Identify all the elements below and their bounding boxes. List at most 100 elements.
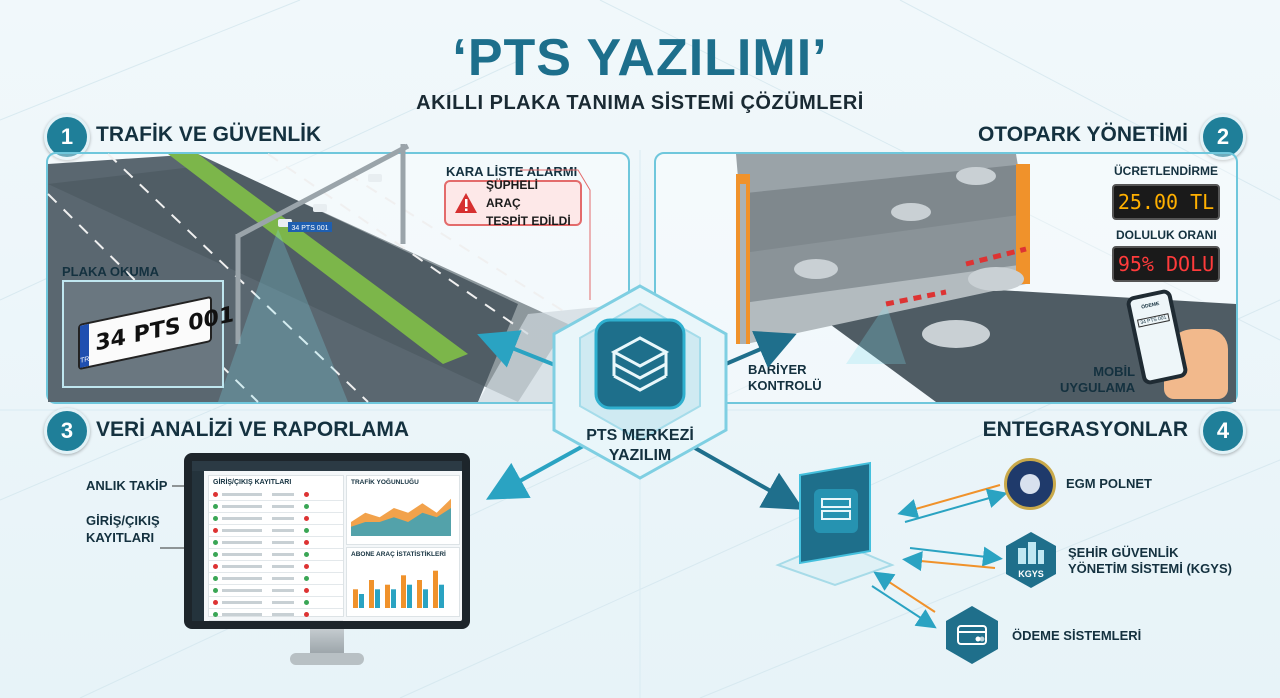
row-status-dot	[304, 492, 309, 497]
row-status-dot	[213, 552, 218, 557]
bar-1-4	[423, 589, 428, 608]
fee-label: ÜCRETLENDİRME	[1114, 164, 1218, 178]
records-table: GİRİŞ/ÇIKIŞ KAYITLARI	[208, 475, 344, 621]
gantry-plate-text: 34 PTS 001	[292, 225, 329, 232]
kgys-line-1: ŞEHİR GÜVENLİK	[1068, 545, 1179, 560]
table-row	[209, 609, 343, 621]
row-status-dot	[213, 540, 218, 545]
traffic-chart-title: TRAFİK YOĞUNLUĞU	[351, 479, 419, 486]
row-status-dot	[213, 504, 218, 509]
row-bar	[222, 517, 262, 520]
section-1-title: TRAFİK VE GÜVENLİK	[96, 123, 322, 146]
bar-1-3	[407, 584, 412, 608]
kgys-badge-text: KGYS	[1018, 569, 1044, 579]
traffic-area-chart	[351, 498, 451, 536]
row-status-dot	[304, 564, 309, 569]
table-row	[209, 549, 343, 561]
bar-0-5	[433, 570, 438, 608]
row-bar	[222, 601, 262, 604]
mobile-line-2: UYGULAMA	[1060, 380, 1136, 395]
subscriber-chart-card: ABONE ARAÇ İSTATİSTİKLERİ	[346, 547, 460, 617]
bar-0-3	[401, 575, 406, 608]
row-bar	[222, 505, 262, 508]
row-status-dot	[213, 516, 218, 521]
payment-card-icon	[946, 606, 998, 664]
section-3-badge: 3	[44, 408, 90, 454]
screen-sidebar	[192, 471, 204, 621]
row-bar	[272, 529, 294, 532]
bar-1-0	[359, 594, 364, 608]
fee-display: 25.00 TL	[1112, 184, 1220, 220]
bar-0-0	[353, 589, 358, 608]
row-status-dot	[213, 612, 218, 617]
screen-topbar	[192, 461, 462, 471]
blacklist-alarm-label: KARA LİSTE ALARMI	[446, 164, 578, 179]
row-bar	[272, 505, 294, 508]
occupancy-label: DOLULUK ORANI	[1116, 228, 1217, 242]
monitor-screen: GİRİŞ/ÇIKIŞ KAYITLARI TRAFİK YOĞUNLUĞU A…	[192, 461, 462, 621]
occupancy-display: 95% DOLU	[1112, 246, 1220, 282]
row-bar	[272, 553, 294, 556]
row-bar	[272, 565, 294, 568]
gantry-camera-2	[313, 204, 327, 212]
section-2-title: OTOPARK YÖNETİMİ	[977, 123, 1188, 146]
gantry-camera-3	[368, 174, 382, 182]
table-row	[209, 501, 343, 513]
plate-zoom-box: TR 34 PTS 001	[62, 280, 234, 388]
center-line-2: YAZILIM	[608, 447, 672, 464]
table-row	[209, 585, 343, 597]
bar-0-4	[417, 580, 422, 608]
row-bar	[222, 577, 262, 580]
warning-icon	[455, 193, 477, 213]
center-line-1: PTS MERKEZİ	[586, 427, 694, 444]
table-row	[209, 525, 343, 537]
table-row	[209, 573, 343, 585]
bar-1-1	[375, 589, 380, 608]
row-bar	[272, 577, 294, 580]
row-bar	[272, 517, 294, 520]
row-bar	[272, 541, 294, 544]
row-status-dot	[213, 528, 218, 533]
parking-panel: ÜCRETLENDİRME 25.00 TL DOLULUK ORANI 95%…	[654, 152, 1238, 404]
monitor-stand	[310, 629, 344, 655]
page-subtitle: AKILLI PLAKA TANIMA SİSTEMİ ÇÖZÜMLERİ	[416, 92, 864, 114]
barrier-line-2: KONTROLÜ	[748, 378, 822, 393]
monitor-base	[290, 653, 364, 665]
integration-egm-polnet: EGM POLNET	[1066, 476, 1152, 491]
highway-illustration: 34 PTS 001	[47, 143, 628, 403]
row-status-dot	[213, 576, 218, 581]
alarm-line-2: TESPİT EDİLDİ	[486, 214, 571, 228]
table-row	[209, 561, 343, 573]
row-status-dot	[304, 504, 309, 509]
monitor: GİRİŞ/ÇIKIŞ KAYITLARI TRAFİK YOĞUNLUĞU A…	[184, 453, 470, 629]
section-3-title: VERİ ANALİZİ VE RAPORLAMA	[96, 418, 410, 441]
integration-payment: ÖDEME SİSTEMLERİ	[1012, 628, 1142, 643]
row-bar	[222, 553, 262, 556]
traffic-panel: 34 PTS 001 PLAKA OKUMA TR 34 PTS 001 KAR…	[46, 143, 630, 404]
row-bar	[272, 589, 294, 592]
row-status-dot	[304, 552, 309, 557]
area-series-1	[351, 508, 451, 536]
plate-reading-label: PLAKA OKUMA	[62, 264, 160, 279]
row-status-dot	[304, 588, 309, 593]
subscriber-bar-chart	[353, 570, 444, 608]
section-4-title: ENTEGRASYONLAR	[982, 418, 1188, 441]
kgys-icon: KGYS	[1006, 532, 1056, 588]
bar-1-5	[439, 584, 444, 608]
row-status-dot	[304, 540, 309, 545]
row-status-dot	[304, 612, 309, 617]
row-bar	[272, 613, 294, 616]
row-status-dot	[304, 528, 309, 533]
row-bar	[222, 529, 262, 532]
row-status-dot	[213, 564, 218, 569]
kgys-line-2: YÖNETİM SİSTEMİ (KGYS)	[1068, 561, 1232, 576]
mobile-line-1: MOBİL	[1093, 364, 1136, 379]
row-status-dot	[213, 492, 218, 497]
records-table-title: GİRİŞ/ÇIKIŞ KAYITLARI	[213, 479, 292, 486]
page-title: ‘PTS YAZILIMI’	[452, 29, 828, 87]
